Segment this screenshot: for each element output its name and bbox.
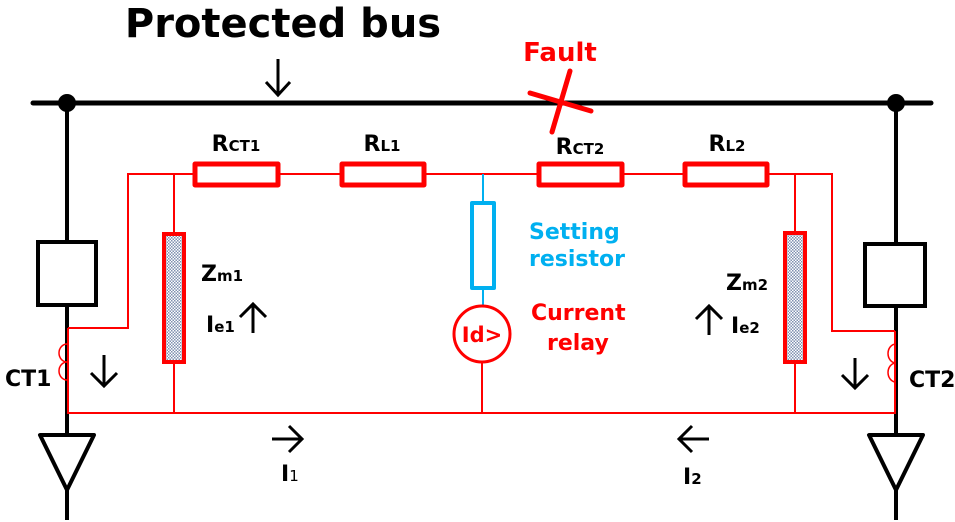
setting-resistor bbox=[470, 174, 496, 305]
label-i1: I1 bbox=[281, 462, 299, 487]
left-load-triangle bbox=[38, 433, 96, 492]
resistor-rl1 bbox=[339, 161, 427, 188]
secondary-wiring bbox=[67, 173, 896, 414]
ct1-current-arrow-down-icon bbox=[89, 355, 119, 389]
current-relay-symbol: Id> bbox=[462, 323, 502, 347]
setting-resistor-label-line1: Setting bbox=[529, 220, 620, 245]
ct1-coil-icon bbox=[58, 343, 68, 381]
diagram-title: Protected bus bbox=[125, 1, 441, 47]
resistor-rct1 bbox=[192, 161, 281, 188]
ct2-coil-icon bbox=[887, 343, 897, 383]
label-ie1: Ie1 bbox=[206, 313, 235, 338]
left-feeder bbox=[36, 103, 98, 520]
label-ie2: Ie2 bbox=[731, 314, 760, 339]
magnetizing-impedance-zm1 bbox=[162, 232, 186, 364]
i1-arrow-right-icon bbox=[272, 424, 305, 454]
right-feeder bbox=[863, 103, 927, 520]
right-breaker-box bbox=[863, 242, 927, 308]
setting-resistor-label-line2: resistor bbox=[529, 247, 625, 272]
label-ct2: CT2 bbox=[909, 368, 955, 393]
fault-x-icon bbox=[527, 68, 594, 135]
current-relay-label-line1: Current bbox=[531, 301, 626, 326]
label-ct1: CT1 bbox=[5, 367, 51, 392]
current-relay-label-line2: relay bbox=[547, 331, 609, 356]
label-rct1: RCT1 bbox=[212, 132, 261, 157]
label-rl1: RL1 bbox=[364, 132, 401, 157]
resistor-rl2 bbox=[682, 161, 770, 188]
fault-label: Fault bbox=[523, 38, 597, 68]
i2-arrow-left-icon bbox=[676, 424, 709, 454]
label-rct2: RCT2 bbox=[556, 135, 605, 160]
label-i2: I2 bbox=[683, 465, 702, 490]
label-zm2: Zm2 bbox=[726, 271, 768, 296]
label-rl2: RL2 bbox=[709, 132, 746, 157]
ie1-arrow-up-icon bbox=[238, 301, 268, 333]
ie2-arrow-up-icon bbox=[694, 303, 724, 335]
resistor-rct2 bbox=[536, 161, 625, 188]
label-zm1: Zm1 bbox=[201, 262, 243, 287]
ct2-current-arrow-down-icon bbox=[840, 358, 870, 391]
left-breaker-box bbox=[36, 240, 98, 307]
magnetizing-impedance-zm2 bbox=[783, 231, 807, 364]
right-load-triangle bbox=[867, 433, 925, 492]
bus-pointer-arrow bbox=[264, 59, 292, 98]
current-relay-circle bbox=[452, 304, 512, 364]
